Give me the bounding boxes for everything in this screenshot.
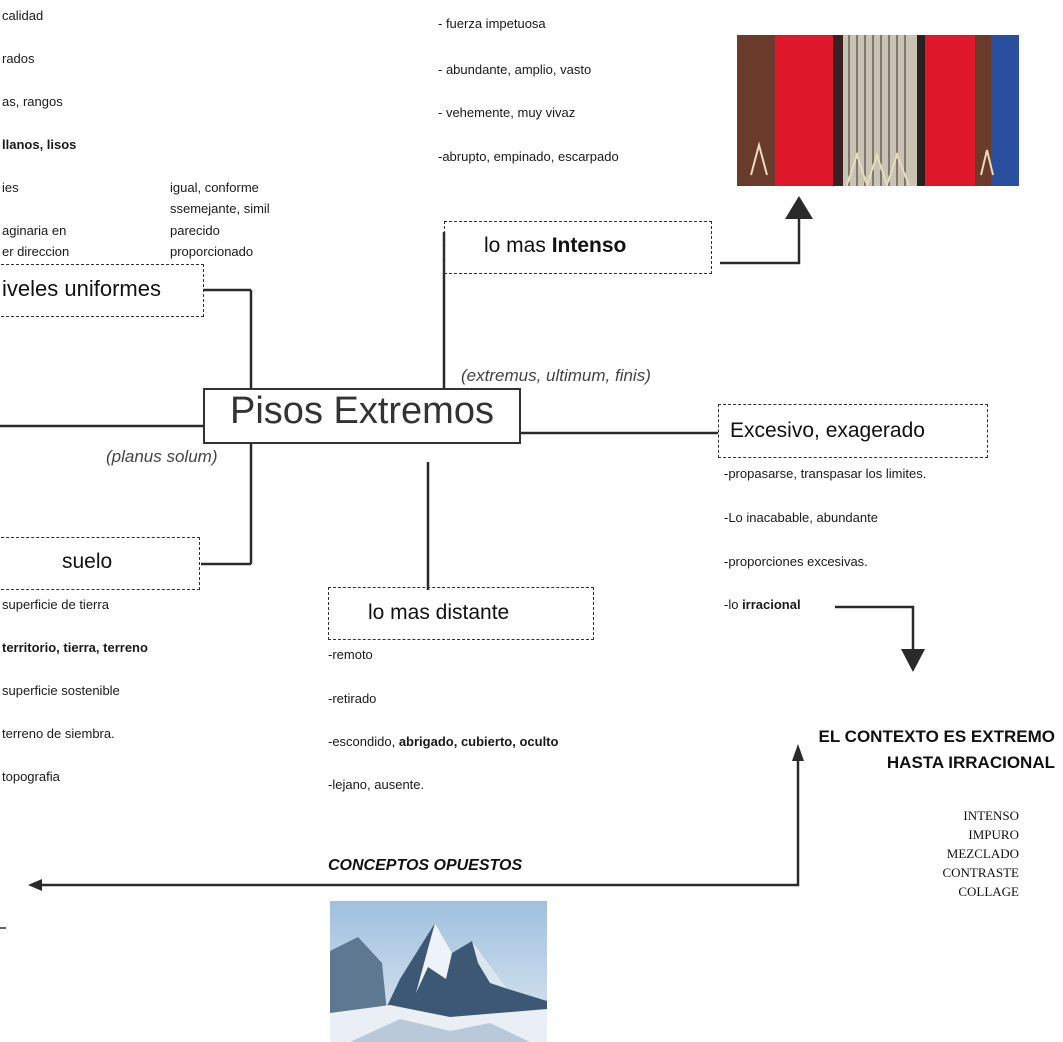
- left-list-item-5: ies: [2, 180, 19, 195]
- niveles-label: iveles uniformes: [2, 276, 165, 302]
- suelo-box: [0, 537, 200, 590]
- synonym-4: proporcionado: [170, 244, 254, 259]
- conclusion-line-1: EL CONTEXTO ES EXTREMO: [818, 727, 1055, 746]
- conclusion-list: INTENSO IMPURO MEZCLADO CONTRASTE COLLAG…: [942, 806, 1019, 901]
- suelo-item-5: topografia: [2, 769, 60, 784]
- excesivo-label: Excesivo, exagerado: [726, 419, 929, 443]
- intenso-item-2: - abundante, amplio, vasto: [438, 62, 592, 77]
- synonym-1: igual, conforme: [170, 180, 259, 195]
- conclusion-list-item: CONTRASTE: [942, 865, 1019, 880]
- conclusion-list-item: IMPURO: [968, 827, 1019, 842]
- excesivo-item-2: -Lo inacabable, abundante: [724, 510, 878, 525]
- textile-photo: [737, 35, 1019, 186]
- synonym-3: parecido: [170, 223, 220, 238]
- niveles-box: [0, 264, 204, 317]
- distante-item-4: -lejano, ausente.: [328, 777, 425, 792]
- latin-extremus: (extremus, ultimum, finis): [461, 366, 651, 385]
- intenso-label: lo mas Intenso: [484, 234, 627, 257]
- mountain-photo: [330, 901, 547, 1042]
- conclusion-list-item: COLLAGE: [958, 884, 1019, 899]
- suelo-item-4: terreno de siembra.: [2, 726, 115, 741]
- distante-item-1: -remoto: [328, 647, 373, 662]
- conclusion-list-item: MEZCLADO: [946, 846, 1019, 861]
- distante-label: lo mas distante: [368, 601, 510, 624]
- left-list-item-1: calidad: [2, 8, 44, 23]
- excesivo-box: [718, 404, 988, 458]
- mountain-image: [330, 901, 547, 1042]
- distante-item-2: -retirado: [328, 691, 377, 706]
- distante-item-3: -escondido, abrigado, cubierto, oculto: [328, 734, 559, 749]
- center-title-box: [203, 388, 521, 444]
- intenso-item-1: - fuerza impetuosa: [438, 16, 546, 31]
- suelo-item-2: territorio, tierra, terreno: [2, 640, 148, 655]
- left-list-item-2: rados: [2, 51, 35, 66]
- suelo-item-1: superficie de tierra: [2, 597, 109, 612]
- latin-planus: (planus solum): [106, 447, 218, 466]
- center-title: Pisos Extremos: [230, 390, 494, 432]
- suelo-label: suelo: [62, 550, 113, 573]
- textile-image: [737, 35, 1019, 186]
- conclusion-line-2: HASTA IRRACIONAL: [886, 753, 1055, 772]
- intenso-box: [444, 221, 712, 274]
- distante-box: [328, 587, 594, 640]
- synonym-2: ssemejante, simil: [170, 201, 270, 216]
- intenso-item-3: - vehemente, muy vivaz: [438, 105, 576, 120]
- left-list-item-3: as, rangos: [2, 94, 63, 109]
- left-list-item-6: aginaria en: [2, 223, 67, 238]
- excesivo-item-3: -proporciones excesivas.: [724, 554, 868, 569]
- conclusion-list-item: INTENSO: [963, 808, 1019, 823]
- left-list-item-7: er direccion: [2, 244, 70, 259]
- intenso-item-4: -abrupto, empinado, escarpado: [438, 149, 619, 164]
- excesivo-item-1: -propasarse, transpasar los limites.: [724, 466, 927, 481]
- suelo-item-3: superficie sostenible: [2, 683, 120, 698]
- opuestos-label: CONCEPTOS OPUESTOS: [328, 857, 523, 874]
- excesivo-item-4: -lo irracional: [724, 597, 801, 612]
- left-list-item-4: llanos, lisos: [2, 137, 77, 152]
